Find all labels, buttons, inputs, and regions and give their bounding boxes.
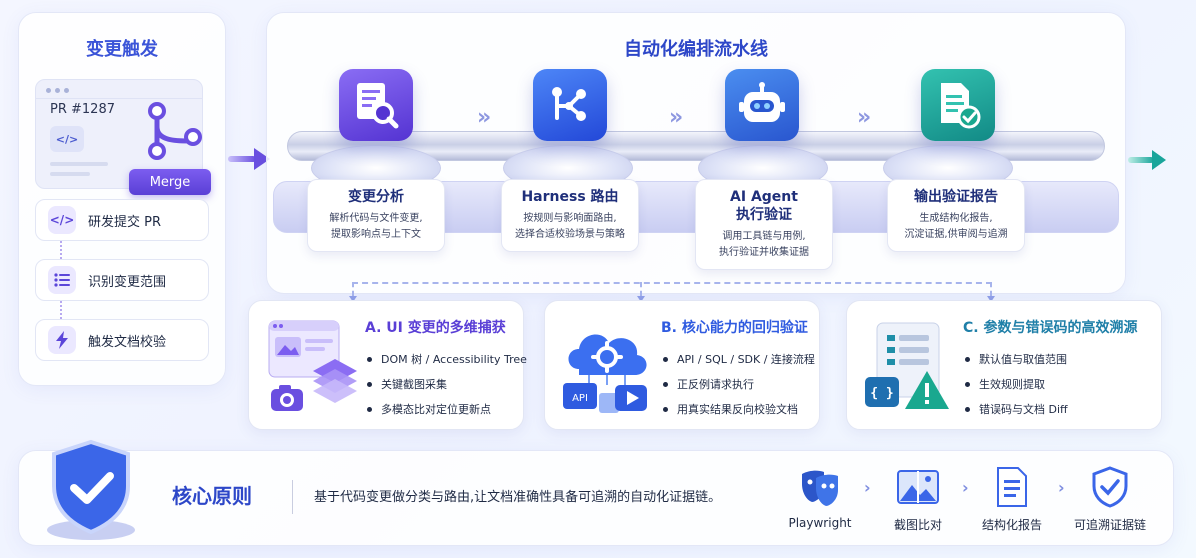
stage-card-report: 输出验证报告 生成结构化报告, 沉淀证据,供审阅与追溯 — [887, 179, 1025, 252]
divider — [292, 480, 293, 514]
masks-icon — [772, 466, 868, 508]
capability-title: A. UI 变更的多维捕获 — [365, 320, 506, 336]
tool-label: 截图比对 — [893, 518, 942, 532]
document-search-icon — [339, 69, 413, 141]
step-label: 识别变更范围 — [88, 274, 167, 290]
shield-check-icon — [47, 439, 135, 540]
robot-icon — [725, 69, 799, 141]
tool-label: Playwright — [788, 516, 852, 530]
stage-title: AI Agent — [730, 189, 798, 205]
params-error-icon: { } — [865, 322, 949, 409]
window-dots — [46, 88, 69, 93]
cloud-gear-icon: API — [563, 334, 647, 413]
list-item: 错误码与文档 Diff — [965, 397, 1068, 422]
chevron-right-icon: » — [857, 105, 872, 130]
git-merge-icon — [148, 102, 202, 160]
tool-screenshot-compare: 截图比对 — [870, 466, 966, 533]
stage-desc: 解析代码与文件变更, — [329, 213, 423, 224]
flow-arrow-icon — [1128, 150, 1166, 170]
principle-text: 基于代码变更做分类与路由,让文档准确性具备可追溯的自动化证据链。 — [314, 490, 722, 505]
stage-card-analysis: 变更分析 解析代码与文件变更, 提取影响点与上下文 — [307, 179, 445, 252]
stage-desc: 提取影响点与上下文 — [331, 229, 421, 240]
list-item: API / SQL / SDK / 连接流程 — [663, 347, 815, 372]
svg-text:API: API — [572, 393, 588, 404]
step-label: 研发提交 PR — [88, 214, 162, 230]
capability-title: B. 核心能力的回归验证 — [661, 320, 808, 336]
stage-desc: 生成结构化报告, — [919, 213, 993, 224]
pr-number: PR #1287 — [50, 102, 115, 117]
stage-desc: 沉淀证据,供审阅与追溯 — [904, 229, 1008, 240]
stage-title-2: 执行验证 — [736, 207, 792, 223]
routing-icon — [533, 69, 607, 141]
step-trigger-check: 触发文档校验 — [35, 319, 209, 361]
list-item: 生效规则提取 — [965, 372, 1068, 397]
list-item: 关键截图采集 — [367, 372, 527, 397]
step-identify-scope: 识别变更范围 — [35, 259, 209, 301]
stage-desc: 调用工具链与用例, — [722, 231, 806, 242]
ui-capture-icon — [268, 320, 357, 411]
stage-title: 变更分析 — [348, 189, 404, 205]
principle-panel — [18, 450, 1174, 546]
list-icon — [48, 266, 76, 294]
chevron-right-icon: » — [669, 105, 684, 130]
tool-structured-report: 结构化报告 — [964, 466, 1060, 533]
step-submit-pr: </> 研发提交 PR — [35, 199, 209, 241]
svg-text:{ }: { } — [870, 386, 893, 401]
stage-desc: 选择合适校验场景与策略 — [515, 229, 625, 240]
capability-list: DOM 树 / Accessibility Tree 关键截图采集 多模态比对定… — [367, 347, 527, 422]
list-item: 多模态比对定位更新点 — [367, 397, 527, 422]
chevron-right-icon: » — [477, 105, 492, 130]
dashed-connector — [352, 282, 992, 284]
chevron-right-icon: › — [1058, 478, 1065, 497]
capability-title: C. 参数与错误码的高效溯源 — [963, 320, 1138, 336]
tool-playwright: Playwright — [772, 466, 868, 530]
dashed-connector — [349, 282, 357, 302]
list-item: 默认值与取值范围 — [965, 347, 1068, 372]
stage-desc: 执行验证并收集证据 — [719, 247, 809, 258]
tool-label: 结构化报告 — [981, 518, 1042, 532]
document-icon — [964, 466, 1060, 508]
capability-list: 默认值与取值范围 生效规则提取 错误码与文档 Diff — [965, 347, 1068, 422]
capability-card-params: { } C. 参数与错误码的高效溯源 默认值与取值范围 生效规则提取 错误码与文… — [846, 300, 1162, 430]
stage-card-routing: Harness 路由 按规则与影响面路由, 选择合适校验场景与策略 — [501, 179, 639, 252]
trigger-panel: 变更触发 PR #1287 </> Merge </> 研发提交 PR 识别变更… — [18, 12, 226, 386]
pipeline-panel: 自动化编排流水线 » » » 变更分析 解析代码与文件变更,提取影响点与上下文 … — [266, 12, 1126, 294]
list-item: 正反例请求执行 — [663, 372, 815, 397]
stage-card-agent: AI Agent 执行验证 调用工具链与用例, 执行验证并收集证据 — [695, 179, 833, 270]
dashed-connector — [987, 282, 995, 302]
principle-title: 核心原则 — [172, 484, 252, 508]
chevron-right-icon: › — [962, 478, 969, 497]
stage-title: 输出验证报告 — [914, 189, 998, 205]
flow-arrow-icon — [228, 148, 270, 170]
code-icon: </> — [48, 206, 76, 234]
pipeline-title: 自动化编排流水线 — [624, 39, 768, 60]
chevron-right-icon: › — [864, 478, 871, 497]
image-compare-icon — [870, 466, 966, 508]
trigger-title: 变更触发 — [86, 39, 158, 60]
capability-card-ui: A. UI 变更的多维捕获 DOM 树 / Accessibility Tree… — [248, 300, 527, 430]
tool-label: 可追溯证据链 — [1073, 518, 1146, 532]
code-icon: </> — [50, 126, 84, 152]
capability-list: API / SQL / SDK / 连接流程 正反例请求执行 用真实结果反向校验… — [663, 347, 815, 422]
step-label: 触发文档校验 — [88, 334, 167, 350]
stage-desc: 按规则与影响面路由, — [523, 213, 617, 224]
tool-traceable-evidence: 可追溯证据链 — [1062, 466, 1158, 533]
stage-title: Harness 路由 — [521, 189, 619, 205]
shield-check-icon — [1062, 466, 1158, 508]
merge-button[interactable]: Merge — [129, 169, 211, 195]
capability-card-regression: API B. 核心能力的回归验证 API / SQL / SDK / 连接流程 … — [544, 300, 820, 430]
list-item: DOM 树 / Accessibility Tree — [367, 347, 527, 372]
report-check-icon — [921, 69, 995, 141]
pr-window: PR #1287 </> — [35, 79, 203, 189]
dashed-connector — [637, 282, 645, 302]
lightning-icon — [48, 326, 76, 354]
list-item: 用真实结果反向校验文档 — [663, 397, 815, 422]
